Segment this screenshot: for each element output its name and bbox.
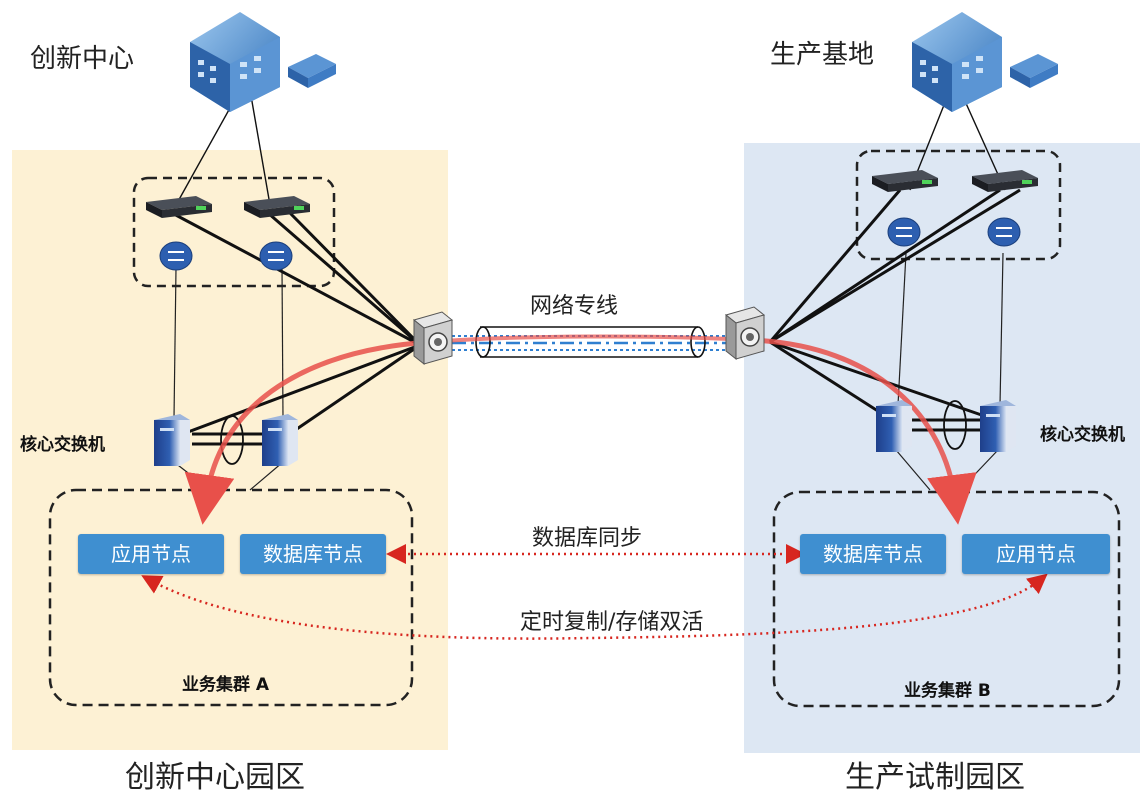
core-switch-icon-right-1 [876,400,912,452]
cluster-a-db-node: 数据库节点 [240,534,386,574]
site-label-innovation-center: 创新中心 [30,44,135,74]
cluster-a-app-node: 应用节点 [78,534,224,574]
flow-arrow-left [184,339,431,525]
firewall-icon-right-1 [872,170,938,192]
core-switch-icon-left-2 [262,414,298,466]
replication-label: 定时复制/存储双活 [520,610,704,635]
left-firewall-group [132,176,336,288]
router-icon-left-1 [159,241,193,271]
left-lag-ellipse [220,415,244,465]
db-sync-label: 数据库同步 [532,526,643,551]
router-icon-right-1 [887,217,921,247]
zone-label-production-park: 生产试制园区 [845,760,1025,795]
cluster-b-app-node: 应用节点 [962,534,1110,574]
cluster-b-db-node: 数据库节点 [800,534,946,574]
router-icon-left-2 [259,241,293,271]
core-switch-label-left: 核心交换机 [20,435,105,455]
cluster-a-label: 业务集群 A [182,675,270,695]
flow-arrow-right [749,337,977,525]
core-switch-icon-left-1 [154,414,190,466]
site-label-production-base: 生产基地 [770,40,875,70]
zone-label-innovation-park: 创新中心园区 [125,760,305,795]
dedicated-line-label: 网络专线 [530,294,619,319]
left-router-links [171,211,422,437]
replication-arrow [141,573,1048,640]
building-icon-right [912,12,1058,112]
building-icon-left [190,12,336,112]
edge-router-icon-right [724,306,766,361]
flow-arrow-center [429,334,751,344]
dedicated-line-pipe [452,326,730,358]
core-switch-label-right: 核心交换机 [1040,425,1125,445]
cluster-a-box [48,488,414,707]
cluster-b-label: 业务集群 B [904,681,991,701]
firewall-icon-left-2 [244,196,310,218]
firewall-icon-left-1 [146,196,212,218]
router-icon-right-2 [987,217,1021,247]
right-lag-ellipse [943,400,967,450]
left-zone-background [12,150,448,750]
left-vertical-links [173,267,284,419]
core-switch-icon-right-2 [980,400,1016,452]
edge-router-icon-left [412,311,454,366]
firewall-icon-right-2 [972,170,1038,192]
